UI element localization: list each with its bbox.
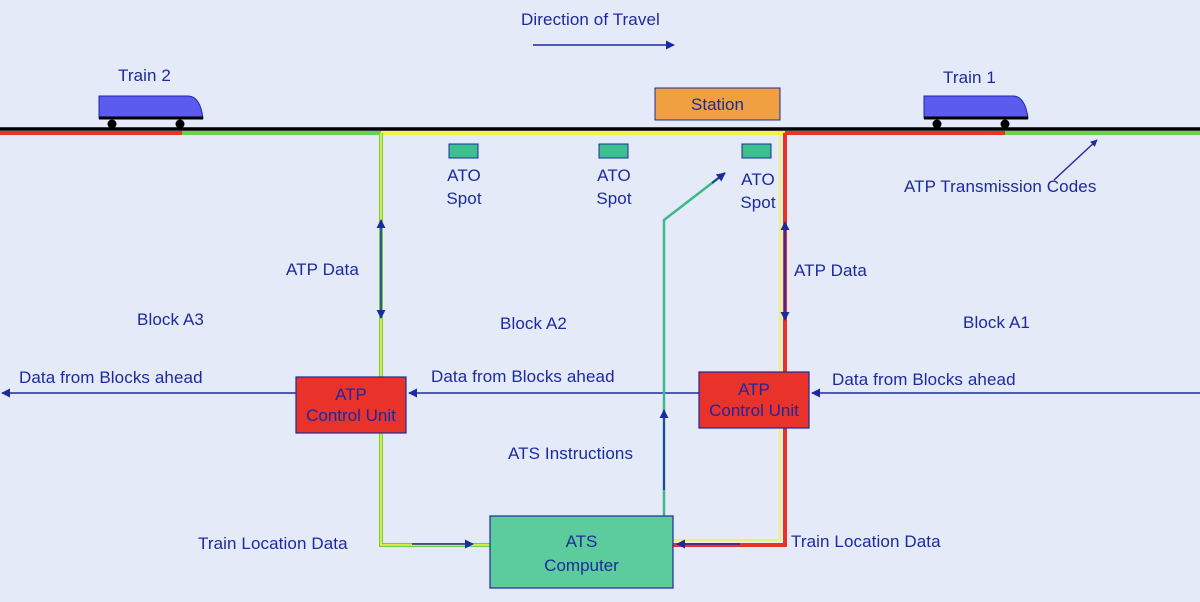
data-blocks-right-label: Data from Blocks ahead bbox=[832, 370, 1016, 389]
train-location-right-label: Train Location Data bbox=[791, 532, 941, 551]
train-1-icon bbox=[923, 95, 1029, 129]
block-a3-label: Block A3 bbox=[137, 310, 204, 329]
ato-spot-1-marker bbox=[448, 143, 479, 159]
train-location-left-label: Train Location Data bbox=[198, 534, 348, 553]
ato-spot-2-label: ATO Spot bbox=[584, 164, 644, 210]
ats-to-ato-teal-link bbox=[662, 172, 726, 516]
ats-computer-line1: ATS bbox=[565, 532, 598, 551]
station-label: Station bbox=[691, 95, 744, 114]
atp-control-unit-right bbox=[698, 371, 810, 429]
atp-control-unit-left bbox=[295, 376, 407, 434]
direction-of-travel-label: Direction of Travel bbox=[521, 10, 660, 29]
ato-spot-1-label: ATO Spot bbox=[434, 164, 494, 210]
ato-spot-3-line2: Spot bbox=[740, 193, 776, 212]
ato-spot-3-line1: ATO bbox=[741, 170, 775, 189]
ato-spot-3-label: ATO Spot bbox=[728, 168, 788, 214]
block-a2-label: Block A2 bbox=[500, 314, 567, 333]
ato-spot-1-line1: ATO bbox=[447, 166, 481, 185]
ats-computer-line2: Computer bbox=[544, 556, 619, 575]
atp-control-unit-left-label: ATP Control Unit bbox=[296, 384, 406, 426]
train-1-label: Train 1 bbox=[943, 68, 996, 87]
data-blocks-middle-label: Data from Blocks ahead bbox=[431, 367, 615, 386]
atp-data-right-label: ATP Data bbox=[794, 261, 867, 280]
atp-control-unit-right-line1: ATP bbox=[738, 380, 770, 399]
ato-spot-link-arrow bbox=[711, 172, 726, 184]
data-blocks-left-label: Data from Blocks ahead bbox=[19, 368, 203, 387]
atp-control-unit-left-line1: ATP bbox=[335, 385, 367, 404]
ats-computer-box bbox=[489, 515, 674, 589]
block-a1-label: Block A1 bbox=[963, 313, 1030, 332]
ats-computer-label: ATS Computer bbox=[490, 530, 673, 578]
atp-control-unit-left-line2: Control Unit bbox=[306, 406, 396, 425]
atp-transmission-arrow bbox=[1053, 139, 1098, 181]
train-2-label: Train 2 bbox=[118, 66, 171, 85]
ats-instructions-label: ATS Instructions bbox=[508, 444, 634, 463]
train-2-icon bbox=[98, 95, 204, 129]
ato-spot-2-line1: ATO bbox=[597, 166, 631, 185]
ato-spot-1-line2: Spot bbox=[446, 189, 482, 208]
atp-control-unit-right-label: ATP Control Unit bbox=[699, 379, 809, 421]
station-box bbox=[654, 87, 781, 121]
ato-spot-3-marker bbox=[741, 143, 772, 159]
ato-spot-2-line2: Spot bbox=[596, 189, 632, 208]
atp-control-unit-right-line2: Control Unit bbox=[709, 401, 799, 420]
atp-data-left-label: ATP Data bbox=[286, 260, 359, 279]
atp-transmission-codes-label: ATP Transmission Codes bbox=[904, 177, 1097, 196]
ato-spot-2-marker bbox=[598, 143, 629, 159]
